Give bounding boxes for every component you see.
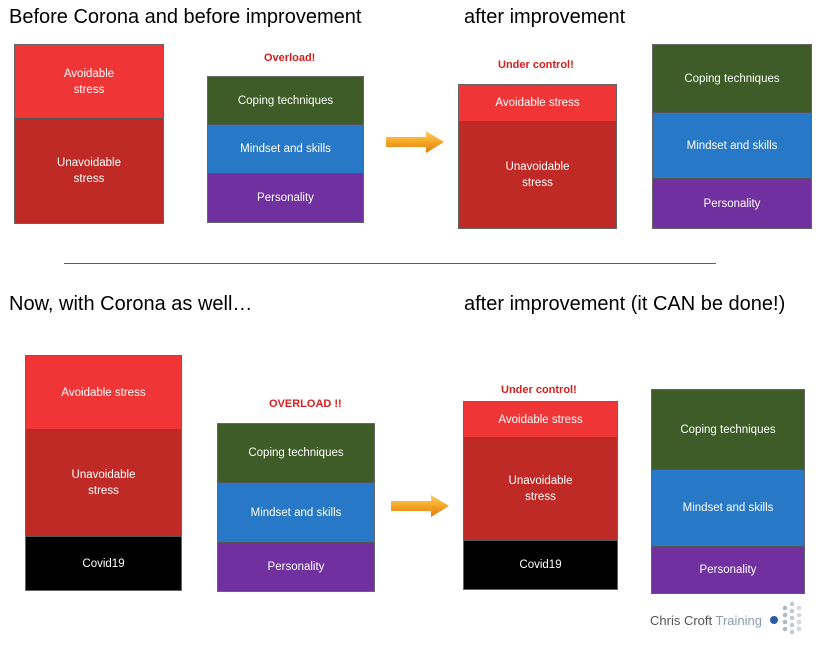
note-under-control-top: Under control! xyxy=(498,59,574,71)
logo-dots-icon xyxy=(770,601,802,635)
stress-stack-before: Avoidable stress Unavoidable stress xyxy=(14,44,164,224)
mindset-skills-block: Mindset and skills xyxy=(208,125,363,174)
brand-logo: Chris Croft Training xyxy=(650,600,806,640)
coping-techniques-block: Coping techniques xyxy=(208,77,363,125)
resource-stack-now: Coping techniques Mindset and skills Per… xyxy=(217,423,375,592)
note-under-control-bottom: Under control! xyxy=(501,384,577,396)
personality-block: Personality xyxy=(653,179,811,228)
heading-after-top: after improvement xyxy=(464,6,626,28)
avoidable-stress-block: Avoidable stress xyxy=(459,85,616,122)
avoidable-stress-block: Avoidable stress xyxy=(26,356,181,430)
mindset-skills-block: Mindset and skills xyxy=(653,113,811,179)
logo-text: Chris Croft Training xyxy=(650,613,762,628)
unavoidable-stress-block: Unavoidable stress xyxy=(464,438,617,541)
mindset-skills-block: Mindset and skills xyxy=(218,483,374,543)
note-overload-top: Overload! xyxy=(264,52,316,64)
resource-stack-after-bottom: Coping techniques Mindset and skills Per… xyxy=(651,389,805,594)
stress-stack-after-bottom: Avoidable stress Unavoidable stress Covi… xyxy=(463,401,618,590)
logo-suffix: Training xyxy=(715,612,762,628)
arrow-right-icon xyxy=(391,495,449,517)
coping-techniques-block: Coping techniques xyxy=(653,45,811,113)
arrow-right-icon xyxy=(386,131,444,153)
coping-techniques-block: Coping techniques xyxy=(652,390,804,470)
stress-stack-after-top: Avoidable stress Unavoidable stress xyxy=(458,84,617,229)
resource-stack-before: Coping techniques Mindset and skills Per… xyxy=(207,76,364,223)
unavoidable-stress-block: Unavoidable stress xyxy=(15,119,163,223)
note-overload-bottom: OVERLOAD !! xyxy=(269,398,342,410)
unavoidable-stress-block: Unavoidable stress xyxy=(459,122,616,228)
unavoidable-stress-block: Unavoidable stress xyxy=(26,430,181,537)
coping-techniques-block: Coping techniques xyxy=(218,424,374,483)
personality-block: Personality xyxy=(652,547,804,593)
resource-stack-after-top: Coping techniques Mindset and skills Per… xyxy=(652,44,812,229)
mindset-skills-block: Mindset and skills xyxy=(652,470,804,547)
stress-stack-now: Avoidable stress Unavoidable stress Covi… xyxy=(25,355,182,591)
avoidable-stress-block: Avoidable stress xyxy=(464,402,617,438)
heading-after-bottom: after improvement (it CAN be done!) xyxy=(464,293,786,315)
heading-now: Now, with Corona as well… xyxy=(9,293,253,315)
section-divider xyxy=(64,263,716,264)
personality-block: Personality xyxy=(208,174,363,222)
logo-name: Chris Croft xyxy=(650,612,713,628)
covid19-block: Covid19 xyxy=(464,541,617,589)
covid19-block: Covid19 xyxy=(26,537,181,590)
avoidable-stress-block: Avoidable stress xyxy=(15,45,163,119)
heading-before: Before Corona and before improvement xyxy=(9,6,362,28)
personality-block: Personality xyxy=(218,543,374,591)
